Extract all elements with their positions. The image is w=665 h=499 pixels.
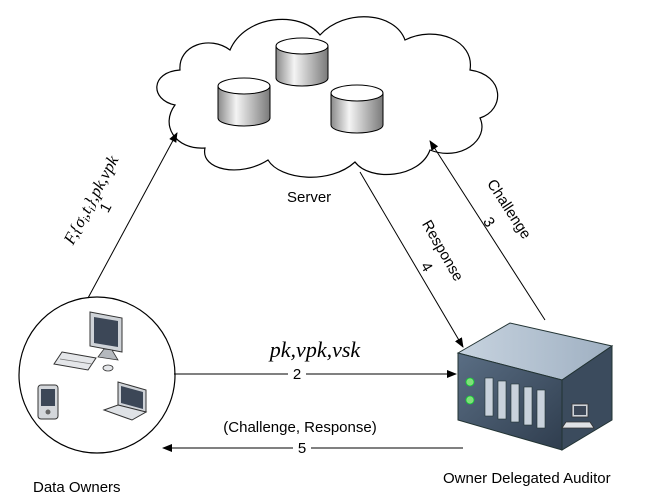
database-icon — [275, 37, 329, 87]
edge-1-arrow — [87, 132, 178, 299]
cloud-icon — [156, 16, 499, 178]
edge-3-arrow — [429, 140, 546, 321]
keyboard-icon — [53, 351, 97, 371]
edge-3-number: 3 — [479, 214, 498, 230]
edge-3-label: Challenge — [483, 176, 534, 242]
edge-4-arrow — [359, 171, 464, 348]
edge-4-label: Response — [418, 217, 466, 284]
server-label: Server — [287, 189, 331, 206]
auditor-label: Owner Delegated Auditor — [443, 470, 611, 487]
edge-4-number: 4 — [417, 259, 436, 275]
data-owners-group — [18, 296, 176, 454]
edge-5-label: (Challenge, Response) — [223, 419, 376, 436]
desktop-computer-icon — [89, 311, 123, 361]
pda-icon — [37, 384, 59, 420]
edge-1-label: F,{σi,ti},pk,vpk — [59, 152, 124, 249]
data-owners-label: Data Owners — [33, 479, 121, 496]
server-rack-icon — [456, 322, 614, 451]
edge-2-number: 2 — [293, 366, 301, 383]
mouse-icon — [102, 364, 114, 372]
edge-5-number: 5 — [298, 440, 306, 457]
edge-2-label: pk,vpk,vsk — [268, 337, 362, 362]
database-icon — [217, 77, 271, 127]
database-icon — [330, 84, 384, 134]
laptop-icon — [102, 381, 148, 421]
